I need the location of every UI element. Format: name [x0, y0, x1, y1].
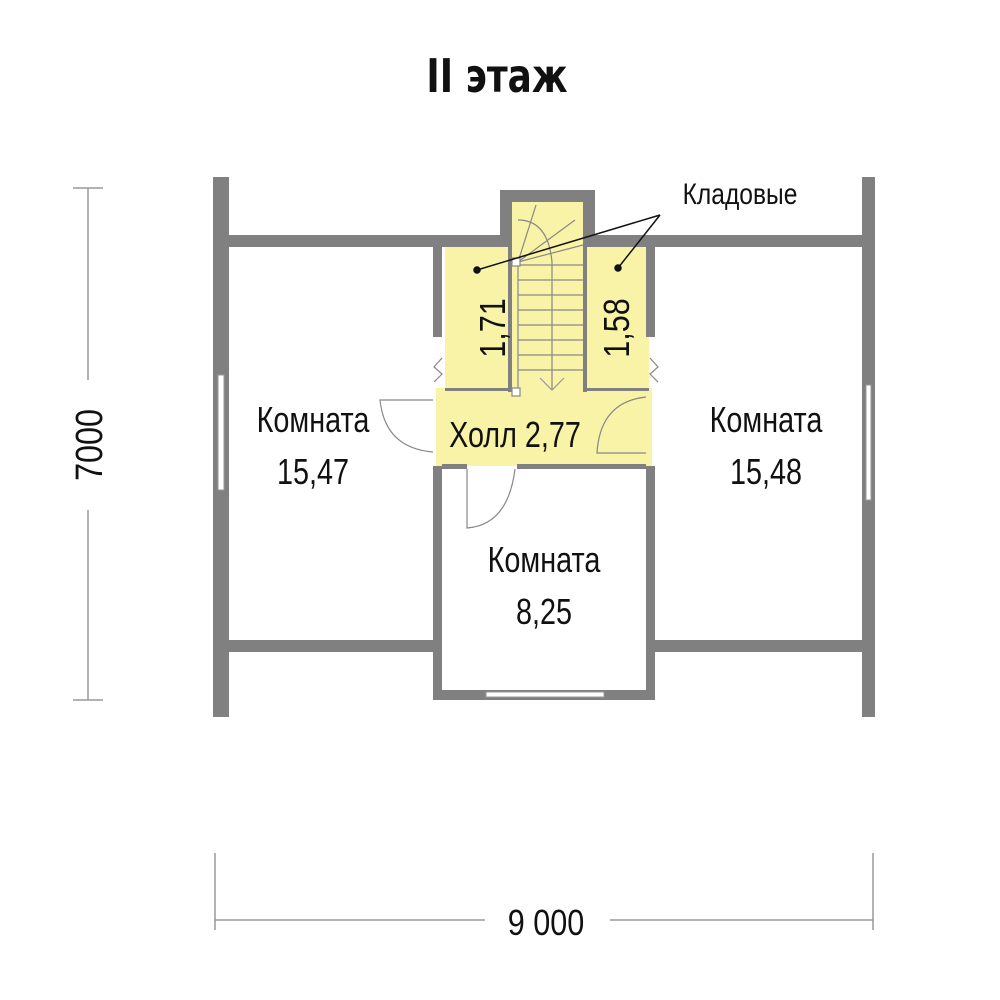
room-middle-area: 8,25 — [516, 591, 572, 632]
storage-right-area: 1,58 — [598, 298, 638, 358]
storage-left-area: 1,71 — [474, 298, 514, 358]
height-dimension: 7000 — [69, 409, 111, 481]
room-middle-name: Комната — [488, 539, 601, 580]
room-right-area: 15,48 — [730, 451, 802, 492]
door-left-room — [379, 399, 434, 453]
staircase-area — [512, 202, 583, 392]
opening-right — [649, 357, 659, 383]
pantry-left-wall — [433, 247, 442, 337]
window-bottom — [485, 691, 605, 698]
top-wall-left — [229, 235, 512, 247]
window-right — [865, 384, 872, 501]
opening-left — [433, 357, 443, 383]
top-wall-right — [583, 235, 862, 247]
doors — [379, 357, 659, 529]
windows — [217, 374, 872, 698]
bottom-wall-left — [229, 640, 442, 652]
pantry-right-wall — [646, 247, 655, 337]
storage-leaders — [473, 214, 661, 274]
plan-title: II этаж — [426, 50, 567, 104]
middle-room-left-wall — [433, 466, 442, 700]
bottom-wall-right — [652, 640, 862, 652]
window-left — [217, 374, 225, 491]
room-left-name: Комната — [257, 399, 370, 440]
hall-label: Холл 2,77 — [449, 414, 581, 455]
stair-bump-left — [500, 190, 512, 247]
width-dimension: 9 000 — [508, 904, 585, 944]
room-right-name: Комната — [710, 399, 823, 440]
room-labels: Комната 15,47 Комната 15,48 Комната 8,25… — [257, 298, 823, 631]
dimension-lines — [73, 187, 874, 930]
storage-label: Кладовые — [683, 177, 798, 211]
room-left-area: 15,47 — [277, 451, 349, 492]
middle-room-right-wall — [646, 466, 655, 700]
door-middle-room — [466, 468, 516, 529]
stair-bump-top — [500, 190, 595, 202]
staircase — [511, 204, 584, 397]
door-right-room — [596, 396, 647, 454]
stair-bump-right — [583, 190, 595, 247]
